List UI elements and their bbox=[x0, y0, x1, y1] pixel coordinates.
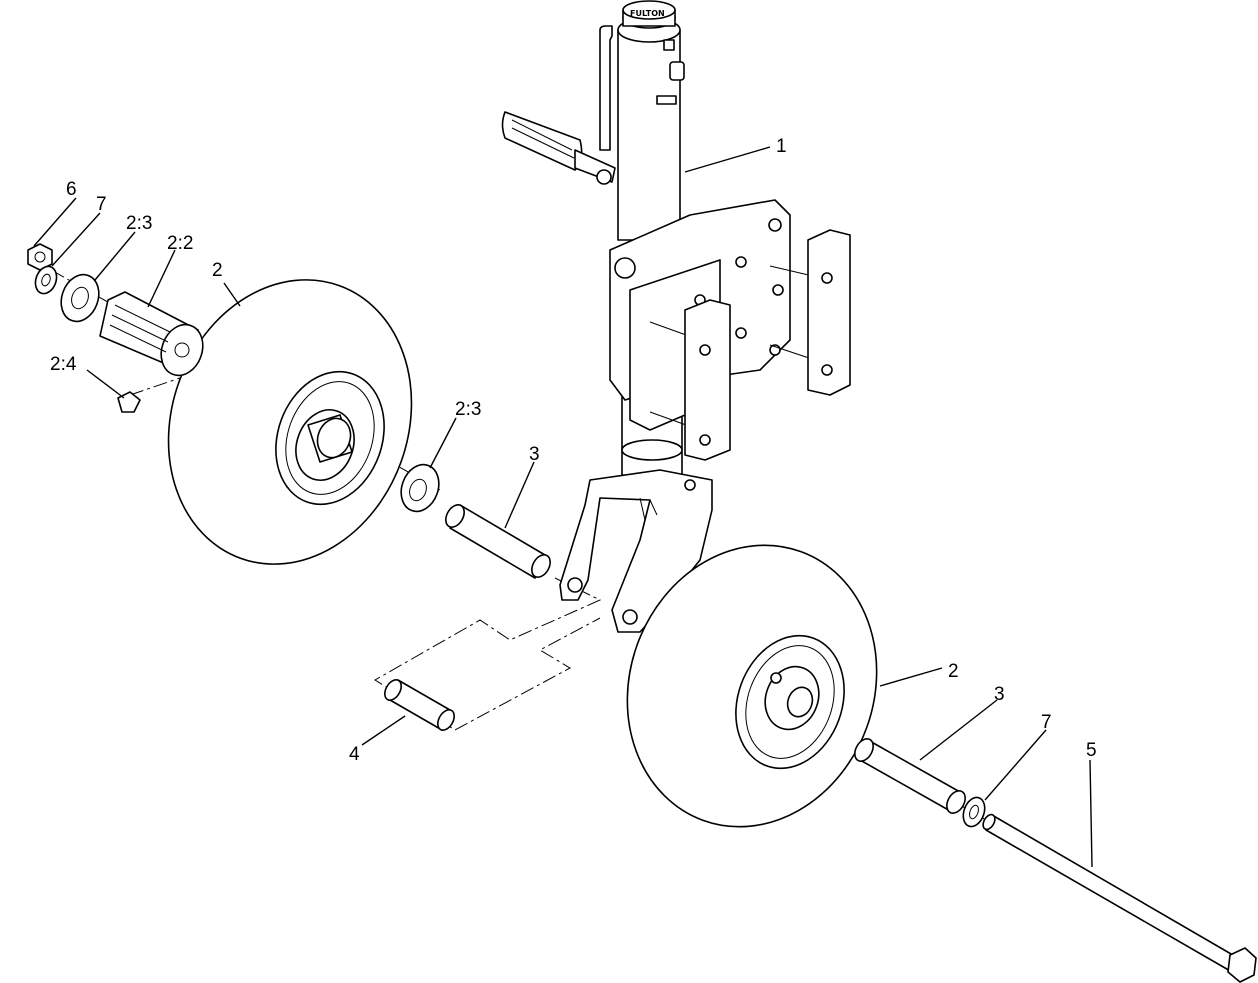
callout-2-right-wheel: 2 bbox=[948, 661, 959, 682]
callout-7-right-washer: 7 bbox=[1041, 712, 1052, 733]
left-wheel bbox=[167, 279, 413, 565]
jack-post-assembly: FULTON bbox=[501, 0, 851, 491]
callout-2-left-wheel: 2 bbox=[212, 260, 223, 281]
callout-5: 5 bbox=[1086, 740, 1097, 761]
callout-2-3-lower: 2:3 bbox=[455, 399, 481, 420]
callout-3-right-spacer: 3 bbox=[994, 684, 1005, 705]
right-wheel bbox=[626, 544, 878, 828]
callout-1: 1 bbox=[776, 136, 787, 157]
hub-hardware bbox=[27, 243, 440, 513]
callout-2-3-upper: 2:3 bbox=[126, 213, 152, 234]
callout-labels: 1 2 2 3 3 4 5 6 7 7 2:2 2:3 2:3 2:4 bbox=[50, 136, 1097, 765]
brand-label: FULTON bbox=[630, 9, 665, 18]
spacers-and-axle bbox=[384, 504, 1257, 983]
callout-2-2: 2:2 bbox=[167, 233, 193, 254]
callout-4: 4 bbox=[349, 744, 360, 765]
callout-6: 6 bbox=[66, 179, 77, 200]
callout-3-left-spacer: 3 bbox=[529, 444, 540, 465]
callout-2-4: 2:4 bbox=[50, 354, 77, 375]
callout-7-left-washer: 7 bbox=[96, 194, 107, 215]
leader-lines bbox=[33, 146, 1093, 868]
